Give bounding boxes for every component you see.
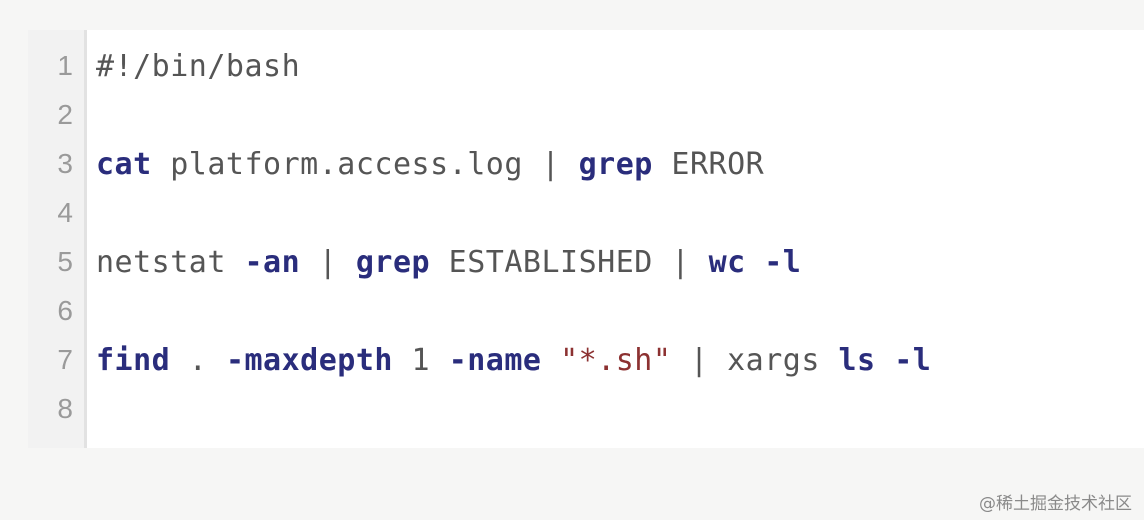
code-token: | xargs [671, 342, 839, 378]
code-keyword: cat [96, 146, 152, 182]
code-token [876, 343, 895, 378]
code-line[interactable]: 8 [28, 385, 1144, 433]
code-line[interactable]: 4 [28, 189, 1144, 237]
code-keyword: ls [838, 342, 876, 378]
code-keyword: -maxdepth [225, 342, 393, 378]
code-token [542, 343, 561, 378]
code-line[interactable]: 3 cat platform.access.log | grep ERROR [28, 140, 1144, 188]
code-keyword: wc [708, 244, 746, 280]
code-token: 1 [393, 342, 449, 378]
code-text: netstat -an | grep ESTABLISHED | wc -l [96, 245, 801, 280]
line-number: 8 [57, 393, 73, 424]
code-line[interactable]: 5 netstat -an | grep ESTABLISHED | wc -l [28, 238, 1144, 286]
line-number: 5 [57, 246, 73, 277]
line-number: 4 [57, 197, 73, 228]
code-line[interactable]: 6 [28, 287, 1144, 335]
code-text: #!/bin/bash [96, 49, 300, 84]
code-keyword: grep [578, 146, 653, 182]
code-token: platform.access.log | [151, 146, 579, 182]
code-keyword: grep [355, 244, 431, 280]
code-editor[interactable]: 1 #!/bin/bash 2 3 cat platform.access.log | … [28, 30, 1144, 448]
code-text: find . -maxdepth 1 -name "*.sh" | xargs … [96, 343, 931, 378]
code-keyword: -name [448, 342, 542, 378]
line-number: 6 [57, 295, 73, 326]
code-keyword: find [96, 342, 171, 378]
code-line[interactable]: 7 find . -maxdepth 1 -name "*.sh" | xargs… [28, 336, 1144, 384]
line-number: 7 [57, 344, 73, 375]
code-token: ERROR [652, 146, 765, 182]
code-token: ESTABLISHED | [430, 244, 709, 280]
line-number: 1 [57, 50, 73, 81]
code-token [746, 245, 765, 280]
code-token: . [170, 342, 226, 378]
code-token: #!/bin/bash [96, 48, 301, 84]
code-string: "*.sh" [560, 342, 672, 378]
line-number: 2 [57, 99, 73, 130]
code-keyword: -an [244, 244, 301, 280]
code-token: netstat [96, 244, 245, 280]
code-token: | [300, 244, 356, 280]
line-number-gutter [28, 30, 87, 448]
code-line[interactable]: 2 [28, 91, 1144, 139]
line-number: 3 [57, 148, 73, 179]
code-keyword: -l [894, 342, 932, 378]
code-text: cat platform.access.log | grep ERROR [96, 147, 764, 182]
watermark: @稀土掘金技术社区 [979, 494, 1132, 514]
code-line[interactable]: 1 #!/bin/bash [28, 42, 1144, 90]
code-keyword: -l [764, 244, 802, 280]
